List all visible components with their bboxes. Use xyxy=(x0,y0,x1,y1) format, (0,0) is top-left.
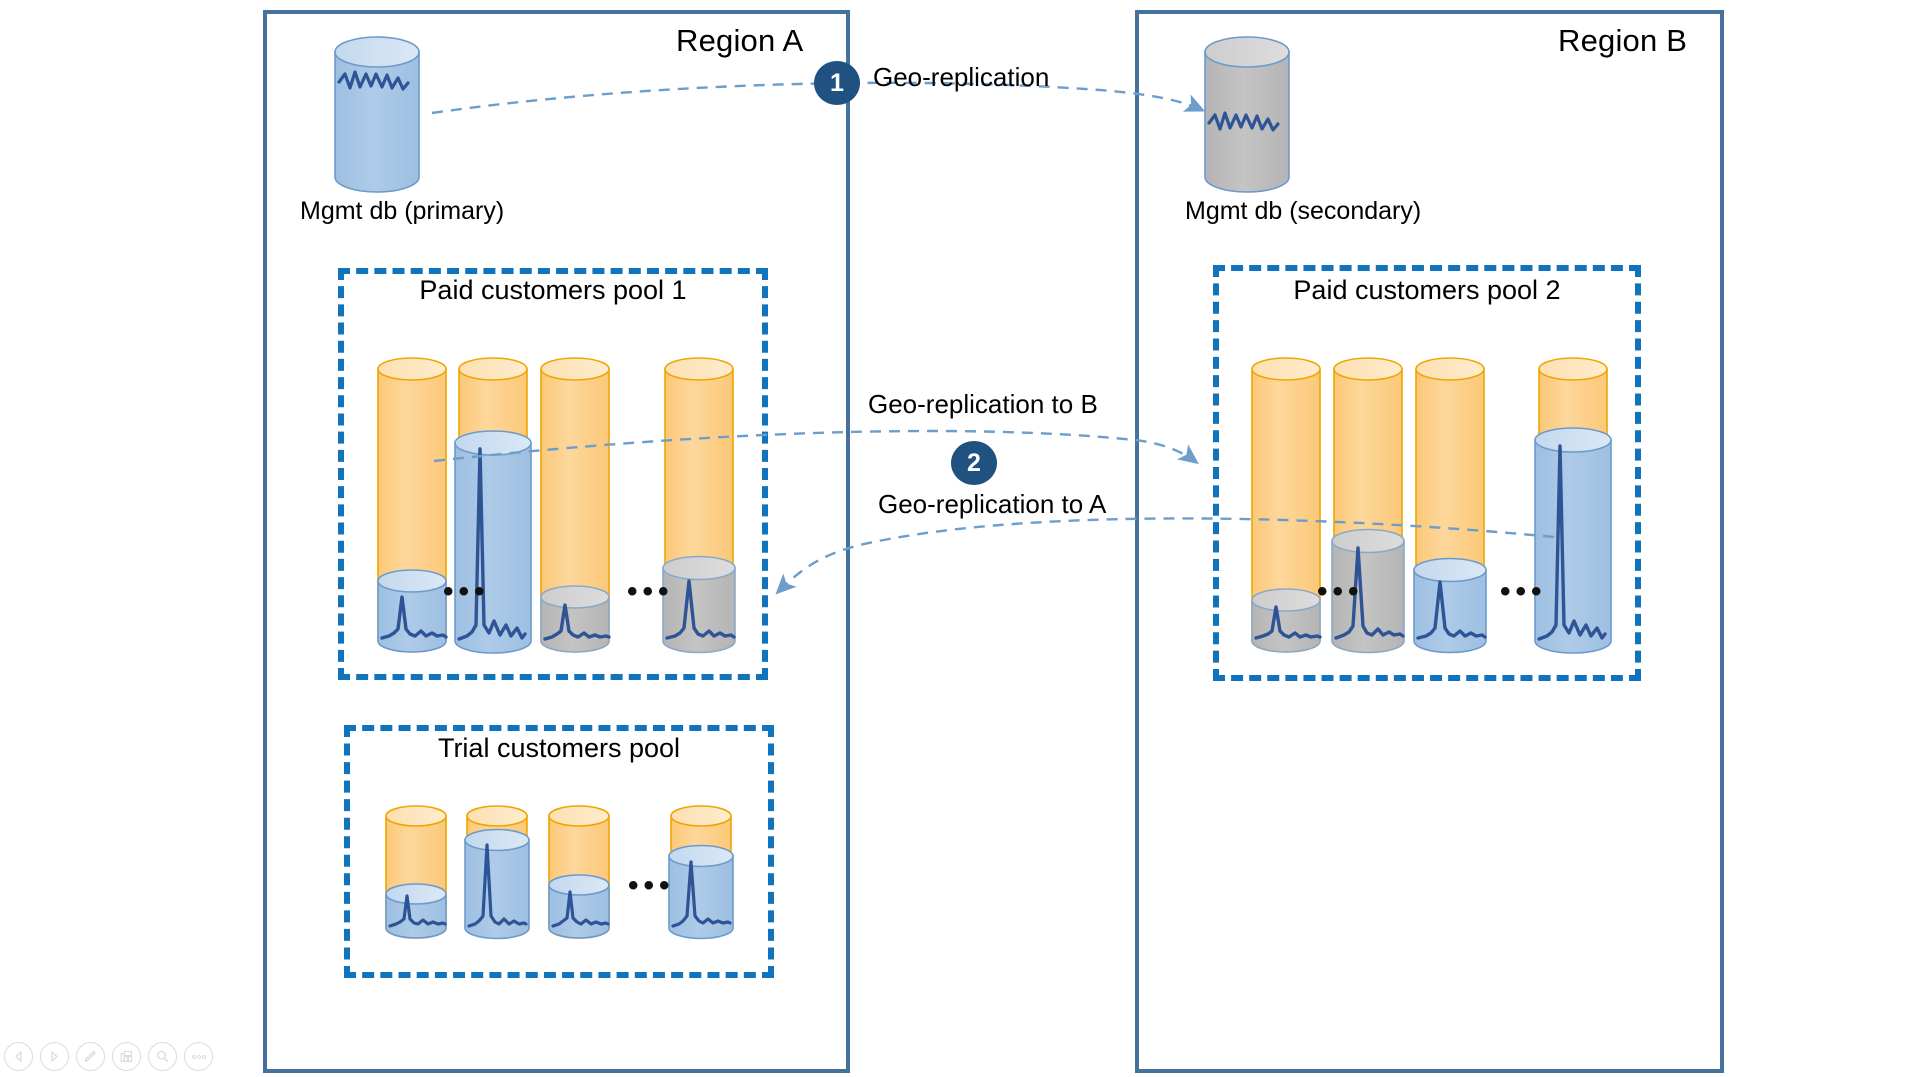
pool2-ellipsis-2: ••• xyxy=(1500,575,1547,608)
mgmt-db-primary-cylinder xyxy=(334,36,420,193)
triangle-right-icon xyxy=(51,1051,58,1062)
pool2-db-1 xyxy=(1251,357,1322,653)
triangle-left-icon xyxy=(15,1051,22,1062)
pen-icon xyxy=(84,1050,96,1063)
mgmt-db-secondary-cylinder xyxy=(1204,36,1290,193)
region-a-box xyxy=(263,10,850,1073)
region-b-title: Region B xyxy=(1558,23,1688,58)
step-badge-1[interactable]: 1 xyxy=(814,61,860,105)
pool1-db-4 xyxy=(662,357,736,654)
pool1-ellipsis-2: ••• xyxy=(627,575,674,608)
step-badge-2[interactable]: 2 xyxy=(951,441,997,485)
region-b-box xyxy=(1135,10,1724,1073)
pool2-db-4 xyxy=(1534,357,1612,654)
pool1-ellipsis-1: ••• xyxy=(443,575,490,608)
draw-button[interactable] xyxy=(76,1042,105,1071)
geo-replication-to-a-label: Geo-replication to A xyxy=(878,489,1107,519)
ellipsis-icon xyxy=(191,1054,206,1059)
previous-button[interactable] xyxy=(4,1042,33,1071)
region-a-title: Region A xyxy=(676,23,804,58)
trial-pool-title: Trial customers pool xyxy=(437,733,681,763)
zoom-button[interactable] xyxy=(148,1042,177,1071)
trial-db-1 xyxy=(385,805,447,939)
magnifier-icon xyxy=(157,1050,169,1062)
geo-replication-to-a-arrow xyxy=(775,517,1555,595)
pool1-db-3 xyxy=(540,357,611,653)
trial-db-4 xyxy=(668,805,734,940)
paid-pool-2-box xyxy=(1213,265,1641,681)
next-button[interactable] xyxy=(40,1042,69,1071)
viewer-toolbar[interactable] xyxy=(4,1042,213,1071)
trial-ellipsis-1: ••• xyxy=(628,869,675,902)
mgmt-db-primary-label: Mgmt db (primary) xyxy=(300,197,505,225)
trial-db-3 xyxy=(548,805,610,939)
paid-pool-1-title: Paid customers pool 1 xyxy=(419,275,687,305)
trial-pool-box xyxy=(344,725,774,978)
trial-db-2 xyxy=(464,805,530,940)
pool1-db-1 xyxy=(377,357,448,653)
windows-icon xyxy=(120,1050,133,1063)
paid-pool-1-box xyxy=(338,268,768,680)
geo-replication-to-b-label: Geo-replication to B xyxy=(868,389,1098,419)
paid-pool-2-title: Paid customers pool 2 xyxy=(1293,275,1561,305)
geo-replication-arrow-1 xyxy=(431,81,1206,115)
geo-replication-label-1: Geo-replication xyxy=(873,62,1050,92)
pool2-db-2 xyxy=(1331,357,1405,654)
layers-button[interactable] xyxy=(112,1042,141,1071)
mgmt-db-secondary-label: Mgmt db (secondary) xyxy=(1185,197,1422,225)
more-button[interactable] xyxy=(184,1042,213,1071)
pool2-ellipsis-1: ••• xyxy=(1317,575,1364,608)
pool1-db-2 xyxy=(454,357,532,654)
geo-replication-to-b-arrow xyxy=(433,429,1199,465)
pool2-db-3 xyxy=(1413,357,1487,654)
